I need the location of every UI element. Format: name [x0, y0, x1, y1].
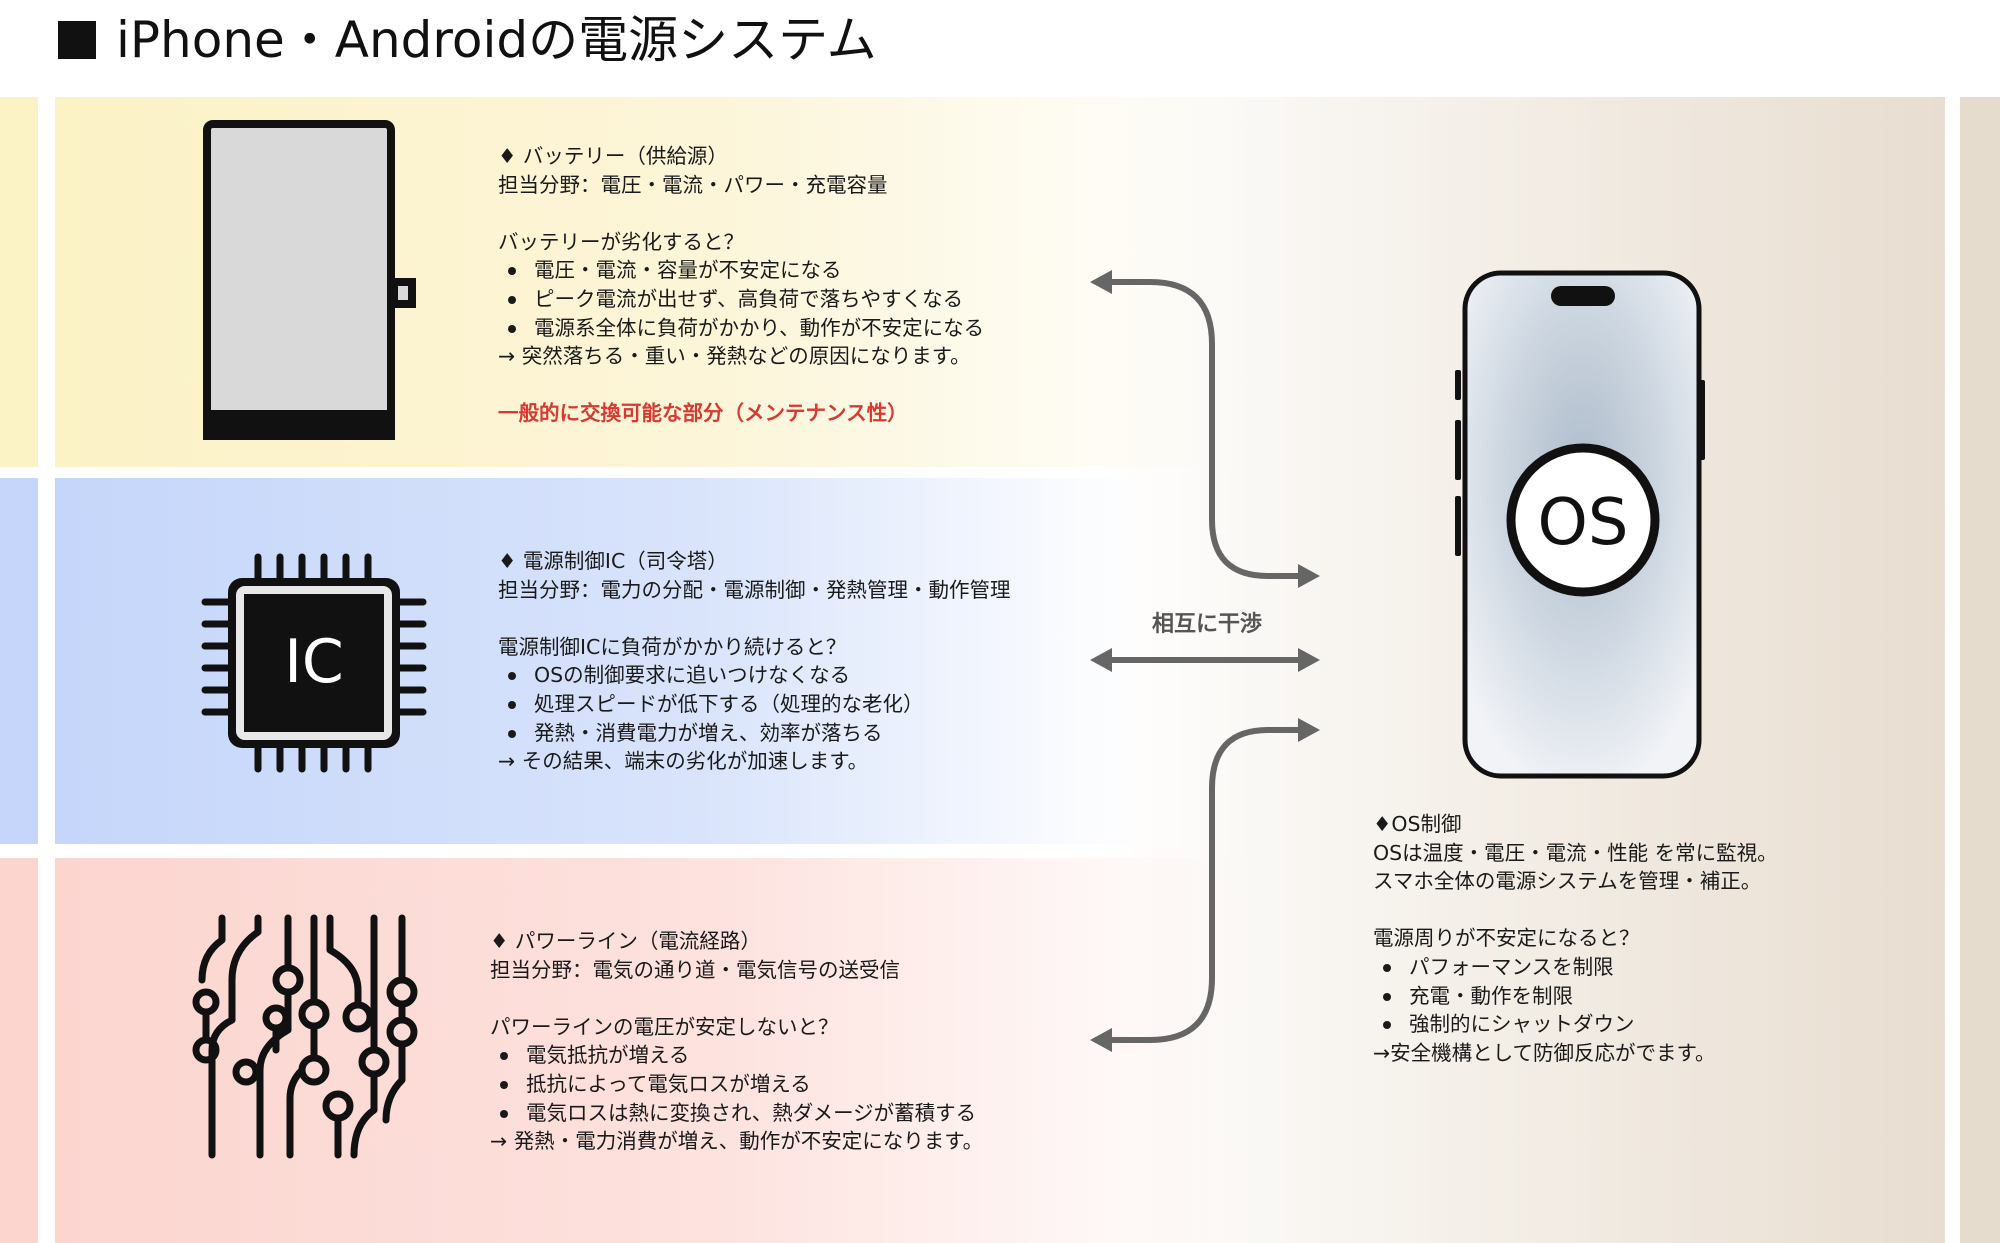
list-item: ピーク電流が出せず、高負荷で落ちやすくなる	[498, 285, 984, 314]
smartphone-os-icon: OS	[1455, 270, 1705, 779]
list-item: 電気ロスは熱に変換され、熱ダメージが蓄積する	[490, 1099, 983, 1128]
ic-chip-label: IC	[284, 627, 344, 697]
circuit-traces-icon	[192, 914, 418, 1159]
ic-result: → その結果、端末の劣化が加速します。	[498, 749, 869, 774]
title-square-icon	[58, 21, 96, 59]
powerline-heading: ♦ パワーライン（電流経路）	[490, 929, 761, 953]
list-item: 処理スピードが低下する（処理的な老化）	[498, 690, 1011, 719]
ic-role: 担当分野：電力の分配・電源制御・発熱管理・動作管理	[498, 577, 1011, 602]
interaction-label: 相互に干渉	[1152, 612, 1263, 637]
battery-bullet-list: 電圧・電流・容量が不安定になる ピーク電流が出せず、高負荷で落ちやすくなる 電源…	[498, 256, 984, 342]
powerline-os-arrow	[1099, 727, 1311, 1043]
os-description: ♦OS制御 OSは温度・電圧・電流・性能 を常に監視。 スマホ全体の電源システム…	[1373, 810, 1778, 1067]
battery-heading: ♦ バッテリー（供給源）	[498, 144, 728, 168]
ic-description: ♦ 電源制御IC（司令塔） 担当分野：電力の分配・電源制御・発熱管理・動作管理 …	[498, 547, 1011, 776]
powerline-description: ♦ パワーライン（電流経路） 担当分野：電気の通り道・電気信号の送受信 パワーラ…	[490, 927, 983, 1156]
list-item: 抵抗によって電気ロスが増える	[490, 1070, 983, 1099]
page-title: iPhone・Androidの電源システム	[58, 8, 877, 72]
list-item: 強制的にシャットダウン	[1373, 1010, 1778, 1039]
list-item: 充電・動作を制限	[1373, 982, 1778, 1011]
os-question: 電源周りが不安定になると？	[1373, 926, 1640, 951]
powerline-role: 担当分野：電気の通り道・電気信号の送受信	[490, 957, 900, 982]
os-manage-line: スマホ全体の電源システムを管理・補正。	[1373, 869, 1762, 894]
list-item: 発熱・消費電力が増え、効率が落ちる	[498, 719, 1011, 748]
page-title-text: iPhone・Androidの電源システム	[116, 11, 877, 69]
ic-question: 電源制御ICに負荷がかかり続けると？	[498, 634, 847, 659]
list-item: 電気抵抗が増える	[490, 1041, 983, 1070]
battery-role: 担当分野：電圧・電流・パワー・充電容量	[498, 172, 888, 197]
list-item: 電源系全体に負荷がかかり、動作が不安定になる	[498, 314, 984, 343]
list-item: パフォーマンスを制限	[1373, 953, 1778, 982]
os-heading: ♦OS制御	[1373, 812, 1462, 836]
os-bullet-list: パフォーマンスを制限 充電・動作を制限 強制的にシャットダウン	[1373, 953, 1778, 1039]
ic-chip-icon: IC	[201, 553, 427, 773]
list-item: OSの制御要求に追いつけなくなる	[498, 661, 1011, 690]
battery-maintenance-note: 一般的に交換可能な部分（メンテナンス性）	[498, 401, 908, 426]
powerline-result: → 発熱・電力消費が増え、動作が不安定になります。	[490, 1129, 984, 1154]
battery-edge-strip	[0, 97, 38, 467]
battery-question: バッテリーが劣化すると？	[498, 229, 744, 254]
powerline-question: パワーラインの電圧が安定しないと？	[490, 1014, 839, 1039]
os-label: OS	[1538, 486, 1629, 560]
battery-result: → 突然落ちる・重い・発熱などの原因になります。	[498, 344, 971, 369]
battery-os-arrow	[1099, 279, 1311, 579]
os-result: →安全機構として防御反応がでます。	[1373, 1040, 1716, 1065]
list-item: 電圧・電流・容量が不安定になる	[498, 256, 984, 285]
os-monitor-line: OSは温度・電圧・電流・性能 を常に監視。	[1373, 840, 1778, 865]
powerline-band	[55, 858, 1245, 1243]
ic-bullet-list: OSの制御要求に追いつけなくなる 処理スピードが低下する（処理的な老化） 発熱・…	[498, 661, 1011, 747]
battery-icon	[203, 120, 416, 440]
right-edge-strip	[1960, 97, 2000, 1243]
powerline-bullet-list: 電気抵抗が増える 抵抗によって電気ロスが増える 電気ロスは熱に変換され、熱ダメー…	[490, 1041, 983, 1127]
ic-heading: ♦ 電源制御IC（司令塔）	[498, 549, 728, 573]
powerline-edge-strip	[0, 858, 38, 1243]
battery-description: ♦ バッテリー（供給源） 担当分野：電圧・電流・パワー・充電容量 バッテリーが劣…	[498, 142, 984, 428]
ic-edge-strip	[0, 478, 38, 844]
interaction-arrows	[1090, 270, 1320, 1052]
